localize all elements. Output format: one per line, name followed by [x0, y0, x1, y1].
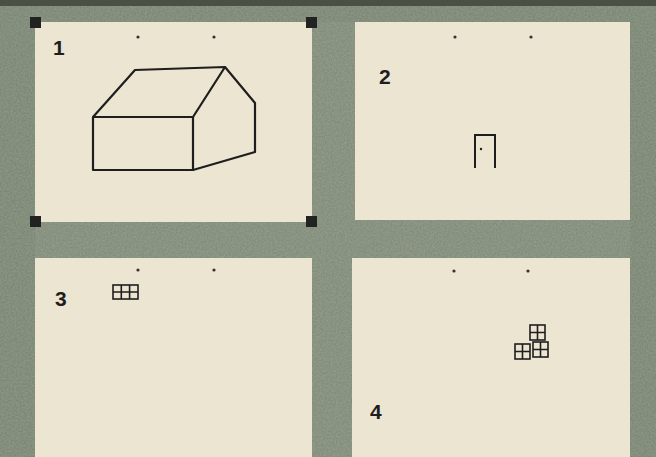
- house-outline: [93, 67, 255, 170]
- panel-number: 2: [379, 66, 391, 87]
- panel-number: 1: [53, 37, 65, 58]
- panels: [35, 22, 630, 457]
- window-outline: [113, 285, 138, 299]
- panel-card: 1: [35, 22, 312, 222]
- corner-tacks: [30, 17, 317, 227]
- panel-card: 2: [355, 22, 630, 220]
- door-knob: [480, 148, 482, 150]
- panel-number: 3: [55, 288, 67, 309]
- board-edge: [0, 0, 656, 6]
- panel-card: 3: [35, 258, 312, 457]
- pin-holes: [136, 35, 532, 272]
- window-group: [515, 325, 548, 359]
- panel-number: 4: [370, 401, 382, 422]
- panel-card: 4: [352, 258, 630, 457]
- door-outline: [475, 135, 495, 168]
